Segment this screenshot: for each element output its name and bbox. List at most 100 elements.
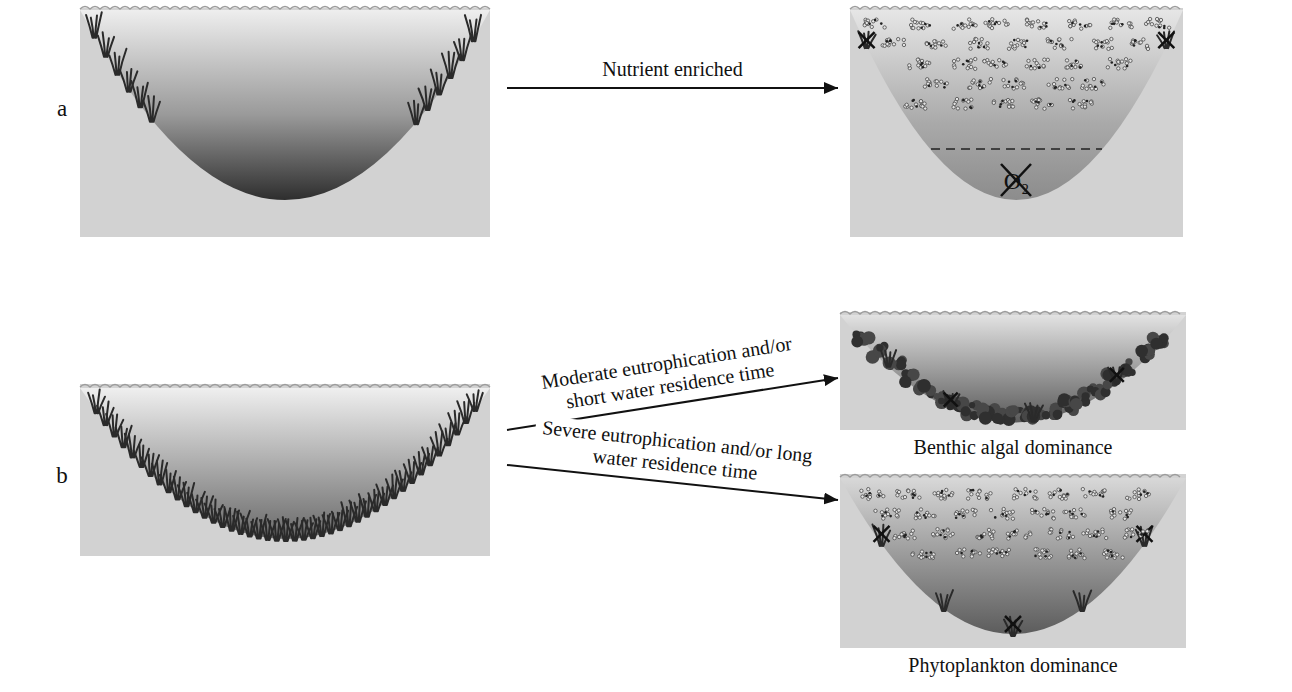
lake-panel: Phytoplankton dominance bbox=[840, 474, 1186, 648]
phytoplankton-cluster bbox=[1006, 529, 1032, 540]
edge-label: Severe eutrophication and/or long water … bbox=[532, 415, 820, 491]
phytoplankton-cluster bbox=[1067, 19, 1091, 30]
cross-mark bbox=[1110, 368, 1124, 382]
macrophyte bbox=[1004, 617, 1022, 636]
macrophyte bbox=[143, 96, 160, 122]
benthic-algae bbox=[851, 330, 875, 347]
macrophyte bbox=[431, 70, 448, 95]
lake-ground bbox=[80, 384, 490, 556]
macrophyte bbox=[109, 49, 126, 75]
cross-mark bbox=[874, 526, 890, 542]
cross-mark bbox=[859, 32, 875, 48]
macrophyte bbox=[1108, 366, 1124, 384]
panel-caption: Phytoplankton dominance bbox=[840, 654, 1186, 677]
phytoplankton-cluster bbox=[1048, 488, 1069, 500]
phytoplankton-cluster bbox=[984, 18, 1010, 30]
macrophyte bbox=[134, 445, 149, 467]
macrophyte bbox=[98, 32, 114, 57]
phytoplankton-cluster bbox=[952, 57, 977, 70]
phytoplankton-cluster bbox=[954, 508, 977, 519]
phytoplankton-cluster bbox=[860, 487, 885, 500]
phytoplankton-cluster bbox=[911, 550, 935, 560]
phytoplankton-cluster bbox=[989, 507, 1014, 520]
edge-label-holder: Moderate eutrophication and/or short wat… bbox=[524, 330, 813, 420]
phytoplankton-cluster bbox=[1081, 487, 1106, 498]
lake-ground bbox=[840, 474, 1186, 648]
phytoplankton-cluster bbox=[1144, 17, 1170, 29]
benthic-algae bbox=[1147, 332, 1169, 350]
edge-label-holder: Severe eutrophication and/or long water … bbox=[532, 415, 820, 491]
phytoplankton-cluster bbox=[983, 58, 1008, 68]
phytoplankton-cluster bbox=[1034, 548, 1053, 560]
phytoplankton-cluster bbox=[1125, 488, 1150, 501]
phytoplankton-cluster bbox=[1030, 97, 1053, 110]
macrophyte bbox=[86, 12, 102, 37]
water-surface bbox=[80, 7, 490, 10]
phytoplankton-cluster bbox=[1065, 59, 1083, 70]
lake-details bbox=[80, 7, 1180, 637]
phytoplankton-cluster bbox=[893, 529, 916, 540]
phytoplankton-cluster bbox=[1109, 18, 1134, 30]
edge-label: Nutrient enriched bbox=[599, 58, 746, 81]
oxygen-label: O₂ bbox=[850, 168, 1183, 196]
phytoplankton-cluster bbox=[933, 488, 954, 500]
macrophyte bbox=[97, 401, 114, 425]
phytoplankton-cluster bbox=[931, 527, 954, 539]
edge-label-holder: Nutrient enriched bbox=[599, 58, 746, 81]
macrophyte bbox=[106, 414, 123, 436]
cross-mark bbox=[1158, 32, 1174, 48]
macrophyte bbox=[152, 460, 167, 484]
macrophyte bbox=[881, 350, 896, 367]
lake-panel: b bbox=[80, 384, 490, 556]
water-surface bbox=[840, 312, 1180, 315]
phytoplankton-cluster bbox=[1102, 549, 1124, 560]
phytoplankton-cluster bbox=[1012, 487, 1038, 500]
macrophyte bbox=[454, 36, 471, 60]
lake-ground bbox=[850, 8, 1183, 237]
macrophyte bbox=[467, 390, 483, 411]
phytoplankton-cluster bbox=[863, 18, 886, 29]
phytoplankton-cluster bbox=[968, 37, 989, 50]
phytoplankton-cluster bbox=[992, 98, 1015, 108]
cross-mark bbox=[1136, 526, 1152, 542]
phytoplankton-cluster bbox=[874, 508, 901, 520]
lake-water bbox=[850, 10, 1183, 200]
arrow-connector bbox=[507, 87, 838, 89]
lake-panel: a bbox=[80, 8, 490, 237]
phytoplankton-cluster bbox=[1030, 507, 1055, 520]
phytoplankton-cluster bbox=[967, 77, 992, 89]
phytoplankton-cluster bbox=[1025, 18, 1047, 30]
phytoplankton-cluster bbox=[1092, 37, 1113, 50]
phytoplankton-cluster bbox=[881, 37, 906, 47]
phytoplankton-cluster bbox=[1025, 58, 1049, 70]
lake-water bbox=[80, 10, 490, 200]
panel-caption: Benthic algal dominance bbox=[840, 436, 1186, 459]
edge-label: Moderate eutrophication and/or short wat… bbox=[524, 330, 813, 420]
phytoplankton-cluster bbox=[976, 528, 995, 540]
macrophyte bbox=[448, 411, 466, 435]
phytoplankton-cluster bbox=[1002, 78, 1026, 91]
macrophyte bbox=[936, 590, 953, 611]
lake-panel: O₂ bbox=[850, 8, 1183, 237]
lake-ground bbox=[80, 8, 490, 237]
cross-mark bbox=[944, 393, 958, 407]
macrophyte bbox=[419, 87, 436, 110]
macrophyte bbox=[465, 15, 481, 41]
water-surface bbox=[80, 385, 490, 388]
lake-panel: Benthic algal dominance bbox=[840, 312, 1186, 430]
macrophyte bbox=[943, 391, 959, 408]
phytoplankton-cluster bbox=[987, 548, 1011, 558]
macrophyte bbox=[1073, 590, 1091, 611]
water-surface bbox=[850, 7, 1180, 10]
phytoplankton-cluster bbox=[952, 18, 977, 31]
phytoplankton-cluster bbox=[1109, 507, 1132, 520]
thermocline-line bbox=[931, 148, 1102, 150]
phytoplankton-cluster bbox=[1067, 548, 1086, 560]
phytoplankton-cluster bbox=[955, 548, 981, 558]
lake-ground bbox=[840, 312, 1186, 430]
cross-mark bbox=[1005, 616, 1021, 632]
phytoplankton-cluster bbox=[1007, 38, 1028, 50]
macrophyte bbox=[1025, 403, 1043, 421]
